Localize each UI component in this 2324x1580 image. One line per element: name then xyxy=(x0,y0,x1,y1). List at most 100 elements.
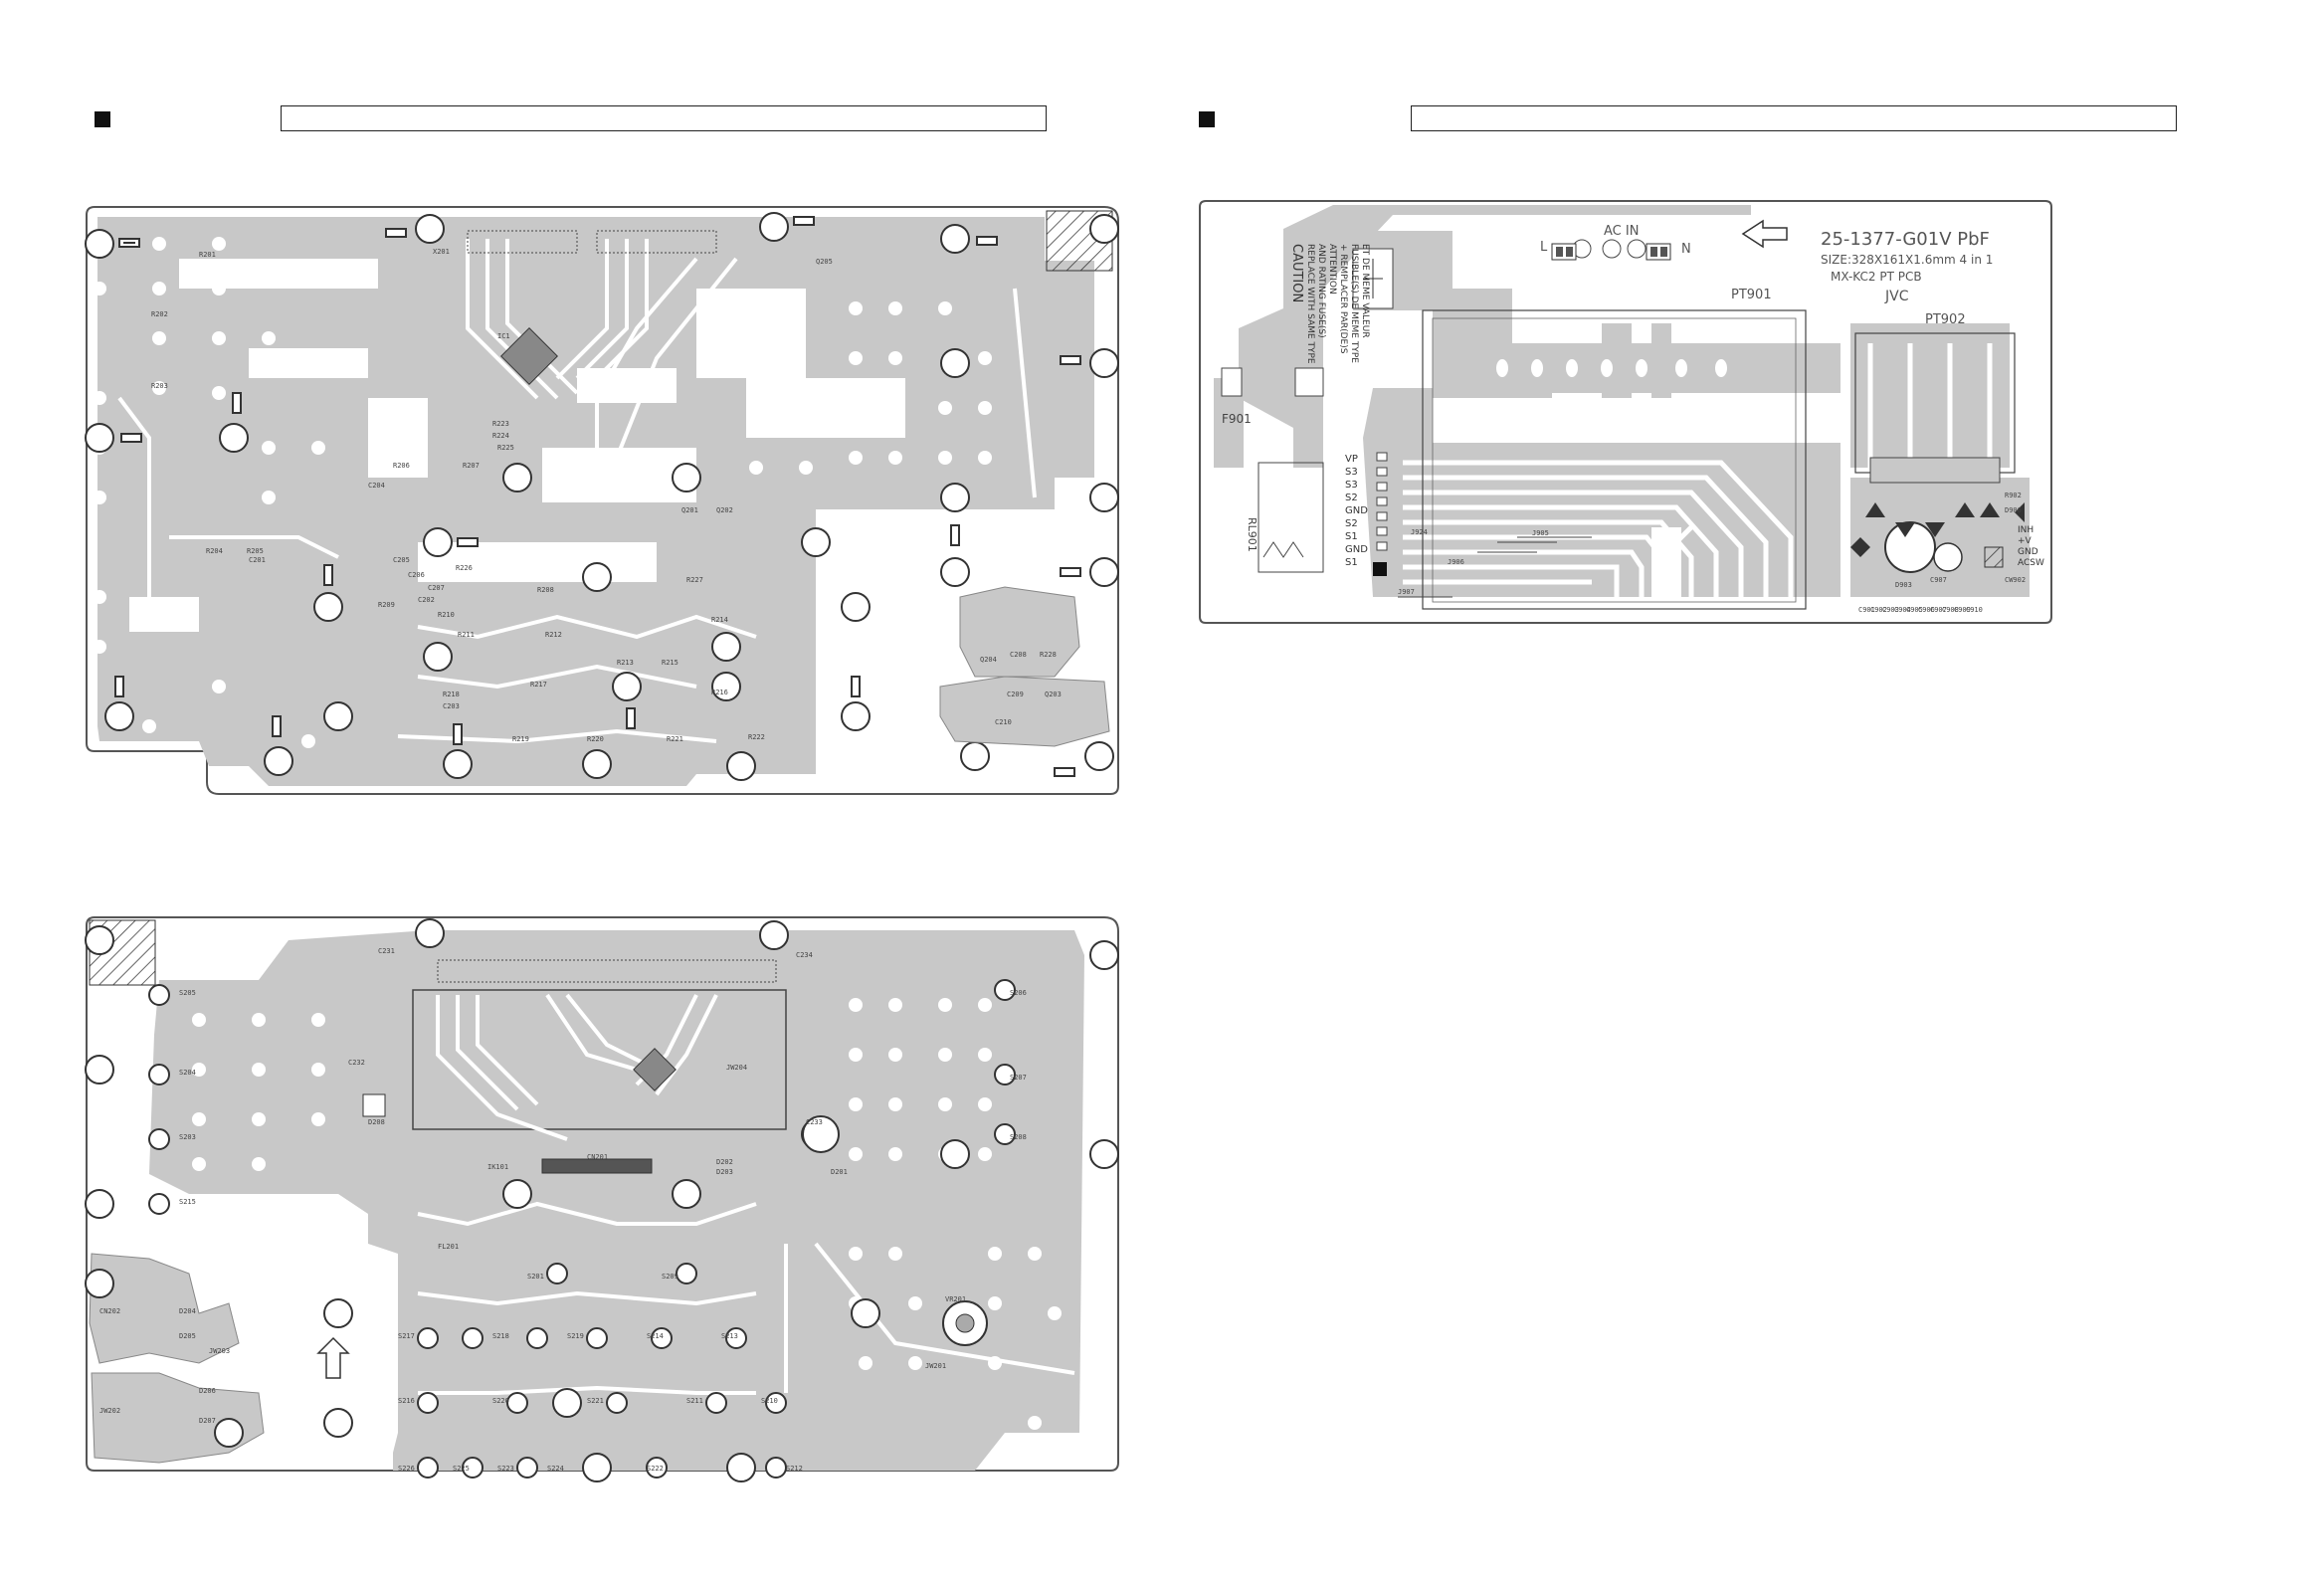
power-board xyxy=(1199,200,2052,624)
svg-text:R210: R210 xyxy=(438,611,455,619)
svg-text:C210: C210 xyxy=(995,718,1012,726)
svg-text:R206: R206 xyxy=(393,462,410,470)
pin-label-4: GND xyxy=(1345,505,1368,516)
svg-text:S206: S206 xyxy=(1010,989,1027,997)
svg-text:S214: S214 xyxy=(647,1332,664,1340)
svg-text:FL201: FL201 xyxy=(438,1243,459,1251)
cap-label-2: C903 xyxy=(1882,606,1899,614)
svg-text:S208: S208 xyxy=(1010,1133,1027,1141)
svg-text:R218: R218 xyxy=(443,691,460,698)
svg-text:S226: S226 xyxy=(398,1465,415,1473)
svg-text:R220: R220 xyxy=(587,735,604,743)
svg-text:JW203: JW203 xyxy=(209,1347,230,1355)
svg-text:S225: S225 xyxy=(453,1465,470,1473)
svg-text:C206: C206 xyxy=(408,571,425,579)
svg-text:R217: R217 xyxy=(530,681,547,689)
svg-text:S220: S220 xyxy=(492,1397,509,1405)
pt901-label: PT901 xyxy=(1731,288,1772,302)
out-pin-3: ACSW xyxy=(2018,558,2044,568)
svg-text:C201: C201 xyxy=(249,556,266,564)
svg-text:C208: C208 xyxy=(1010,651,1027,659)
caution-line-3: ATTENTION xyxy=(1327,244,1337,295)
svg-text:Q201: Q201 xyxy=(681,506,698,514)
svg-text:D203: D203 xyxy=(716,1168,733,1176)
svg-text:Q202: Q202 xyxy=(716,506,733,514)
svg-text:D202: D202 xyxy=(716,1158,733,1166)
svg-text:C232: C232 xyxy=(348,1059,365,1067)
svg-text:JW202: JW202 xyxy=(99,1407,120,1415)
svg-text:R207: R207 xyxy=(463,462,480,470)
cap-label-7: C908 xyxy=(1942,606,1959,614)
svg-text:C203: C203 xyxy=(443,702,460,710)
svg-text:R227: R227 xyxy=(686,576,703,584)
svg-text:CN202: CN202 xyxy=(99,1307,120,1315)
direction-arrow-icon-power xyxy=(1741,219,1788,249)
caution-title: CAUTION xyxy=(1289,244,1304,302)
ic1 xyxy=(500,327,558,385)
svg-text:S222: S222 xyxy=(647,1465,664,1473)
cap-label-8: C909 xyxy=(1954,606,1971,614)
svg-text:S213: S213 xyxy=(721,1332,738,1340)
svg-text:S215: S215 xyxy=(179,1198,196,1206)
svg-text:R219: R219 xyxy=(512,735,529,743)
pin-label-0: VP xyxy=(1345,454,1358,465)
svg-text:R224: R224 xyxy=(492,432,509,440)
terminal-l-label: L xyxy=(1540,240,1548,255)
svg-text:S210: S210 xyxy=(761,1397,778,1405)
svg-text:R203: R203 xyxy=(151,382,168,390)
out-pin-2: GND xyxy=(2018,547,2038,557)
svg-text:C207: C207 xyxy=(428,584,445,592)
caution-line-1: REPLACE WITH SAME TYPE xyxy=(1305,244,1315,364)
svg-text:R216: R216 xyxy=(711,689,728,696)
svg-text:R212: R212 xyxy=(545,631,562,639)
svg-text:R225: R225 xyxy=(497,444,514,452)
svg-text:S216: S216 xyxy=(398,1397,415,1405)
section-title-box-left xyxy=(281,105,1047,131)
svg-text:Q203: Q203 xyxy=(1045,691,1062,698)
svg-text:S207: S207 xyxy=(1010,1074,1027,1082)
power-pcb-name: MX-KC2 PT PCB xyxy=(1831,270,1922,284)
svg-text:S223: S223 xyxy=(497,1465,514,1473)
pin-label-6: S1 xyxy=(1345,531,1358,542)
cap-label-4: C905 xyxy=(1906,606,1923,614)
svg-text:S221: S221 xyxy=(587,1397,604,1405)
svg-text:Q205: Q205 xyxy=(816,258,833,266)
cap-label-1: C902 xyxy=(1870,606,1887,614)
svg-text:S211: S211 xyxy=(686,1397,703,1405)
svg-text:S224: S224 xyxy=(547,1465,564,1473)
svg-text:D204: D204 xyxy=(179,1307,196,1315)
connector-bottom xyxy=(541,1158,653,1174)
svg-text:R204: R204 xyxy=(206,547,223,555)
svg-text:D207: D207 xyxy=(199,1417,216,1425)
svg-text:R215: R215 xyxy=(662,659,678,667)
cap-label-5: C906 xyxy=(1918,606,1935,614)
svg-text:R226: R226 xyxy=(456,564,473,572)
terminal-n-label: N xyxy=(1681,242,1691,257)
pin-label-7: GND xyxy=(1345,544,1368,555)
svg-text:R213: R213 xyxy=(617,659,634,667)
svg-text:R201: R201 xyxy=(199,251,216,259)
misc-label-4: CW902 xyxy=(2005,576,2026,584)
svg-text:C202: C202 xyxy=(418,596,435,604)
svg-text:D201: D201 xyxy=(831,1168,848,1176)
svg-text:JW201: JW201 xyxy=(925,1362,946,1370)
svg-text:R223: R223 xyxy=(492,420,509,428)
power-part-number: 25-1377-G01V PbF xyxy=(1821,229,1990,250)
misc-label-6: J906 xyxy=(1448,558,1464,566)
power-brand: JVC xyxy=(1884,289,1909,304)
section-marker-left xyxy=(95,111,110,127)
misc-label-3: D903 xyxy=(1895,581,1912,589)
cap-label-6: C907 xyxy=(1930,606,1947,614)
svg-text:R214: R214 xyxy=(711,616,728,624)
svg-text:R228: R228 xyxy=(1040,651,1057,659)
svg-text:R209: R209 xyxy=(378,601,395,609)
svg-text:S212: S212 xyxy=(786,1465,803,1473)
svg-text:IK101: IK101 xyxy=(487,1163,508,1171)
pin-label-5: S2 xyxy=(1345,518,1358,529)
svg-text:S219: S219 xyxy=(567,1332,584,1340)
pin-label-8: S1 xyxy=(1345,557,1358,568)
svg-text:JW204: JW204 xyxy=(726,1064,747,1072)
misc-label-1: D906 xyxy=(2005,506,2022,514)
relay-label: RL901 xyxy=(1246,517,1259,552)
